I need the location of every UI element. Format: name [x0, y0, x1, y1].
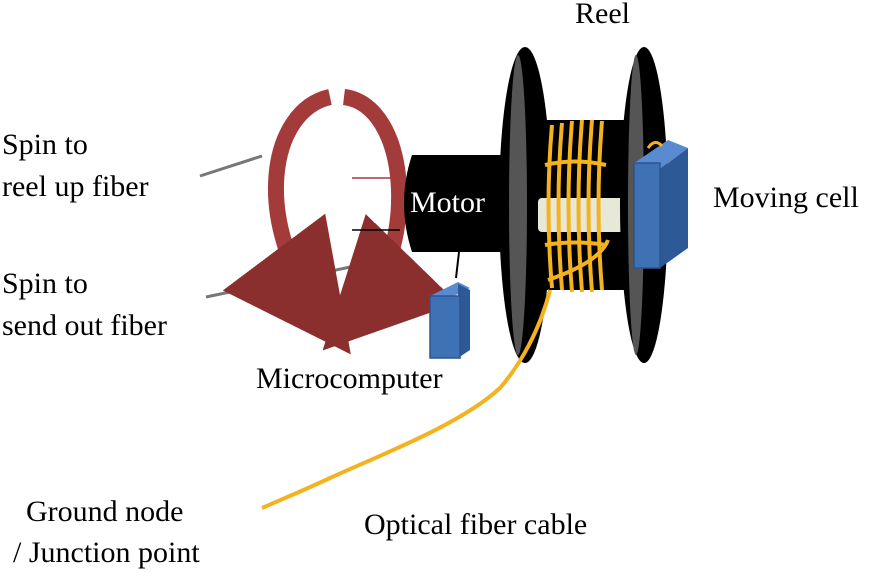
- reel-label: Reel: [575, 0, 630, 30]
- spin-reel-up-label-line2: reel up fiber: [2, 170, 149, 203]
- spin-arrows-icon: [222, 89, 458, 355]
- moving-cell-label: Moving cell: [713, 181, 859, 214]
- ground-node-label-line1: Ground node: [26, 495, 184, 528]
- microcomputer-label: Microcomputer: [256, 362, 443, 395]
- ground-node-label-line2: / Junction point: [13, 536, 200, 569]
- optical-fiber-cable: [261, 289, 552, 510]
- moving-cell: [633, 140, 688, 269]
- arrow-send-out: [322, 89, 458, 351]
- fiber-coils: [544, 119, 610, 293]
- optical-fiber-cable-label: Optical fiber cable: [364, 508, 588, 541]
- spin-send-out-label-line2: send out fiber: [2, 309, 167, 342]
- arrow-reel-up: [222, 89, 351, 355]
- spin-reel-up-label-line1: Spin to: [2, 128, 88, 161]
- spin-send-out-label-line1: Spin to: [2, 267, 88, 300]
- motor-label: Motor: [410, 186, 485, 219]
- microcomputer-box: [429, 282, 470, 359]
- leader-line-reel-up: [199, 154, 263, 178]
